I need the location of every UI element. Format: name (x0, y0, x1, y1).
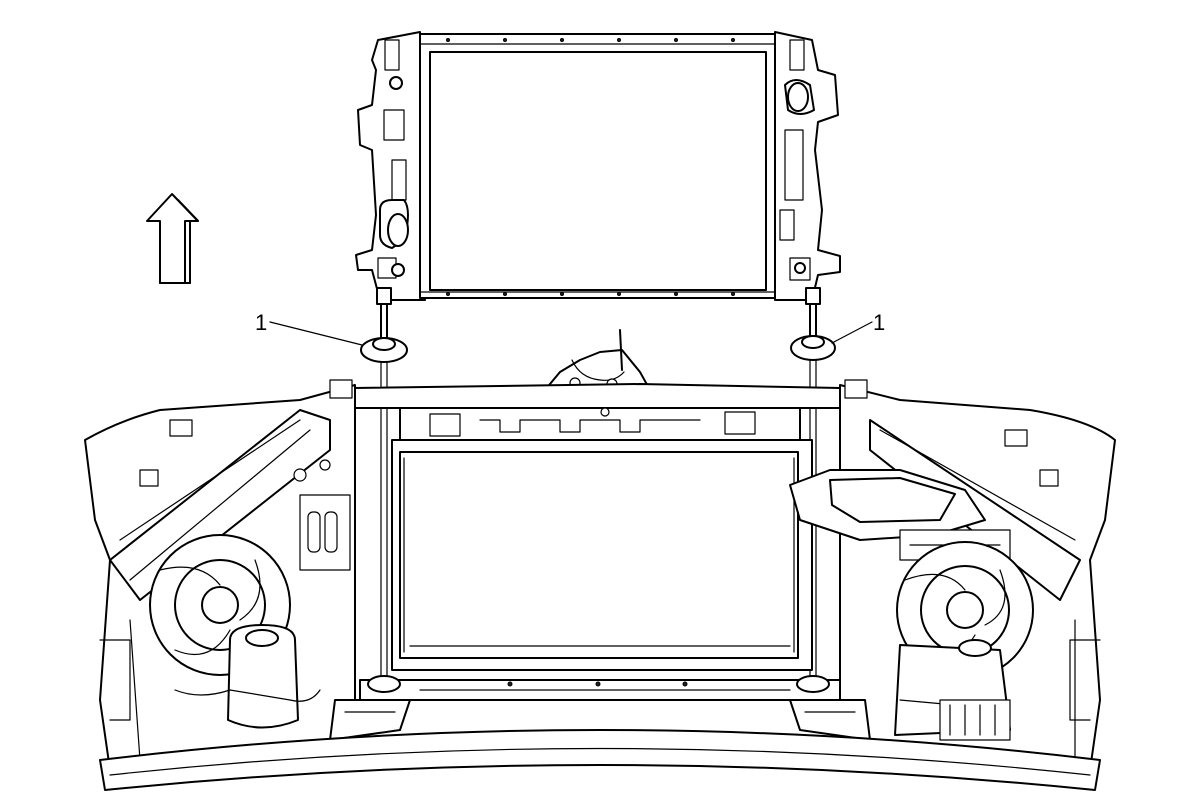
callout-right: 1 (831, 310, 885, 344)
insulator-right (790, 303, 836, 361)
callout-right-label: 1 (873, 310, 885, 335)
callout-left-label: 1 (255, 310, 267, 335)
radiator (355, 31, 841, 305)
up-arrow-icon (146, 193, 199, 284)
insulator-left (360, 303, 408, 363)
callout-left: 1 (255, 310, 363, 346)
vehicle-front-end (84, 329, 1116, 791)
